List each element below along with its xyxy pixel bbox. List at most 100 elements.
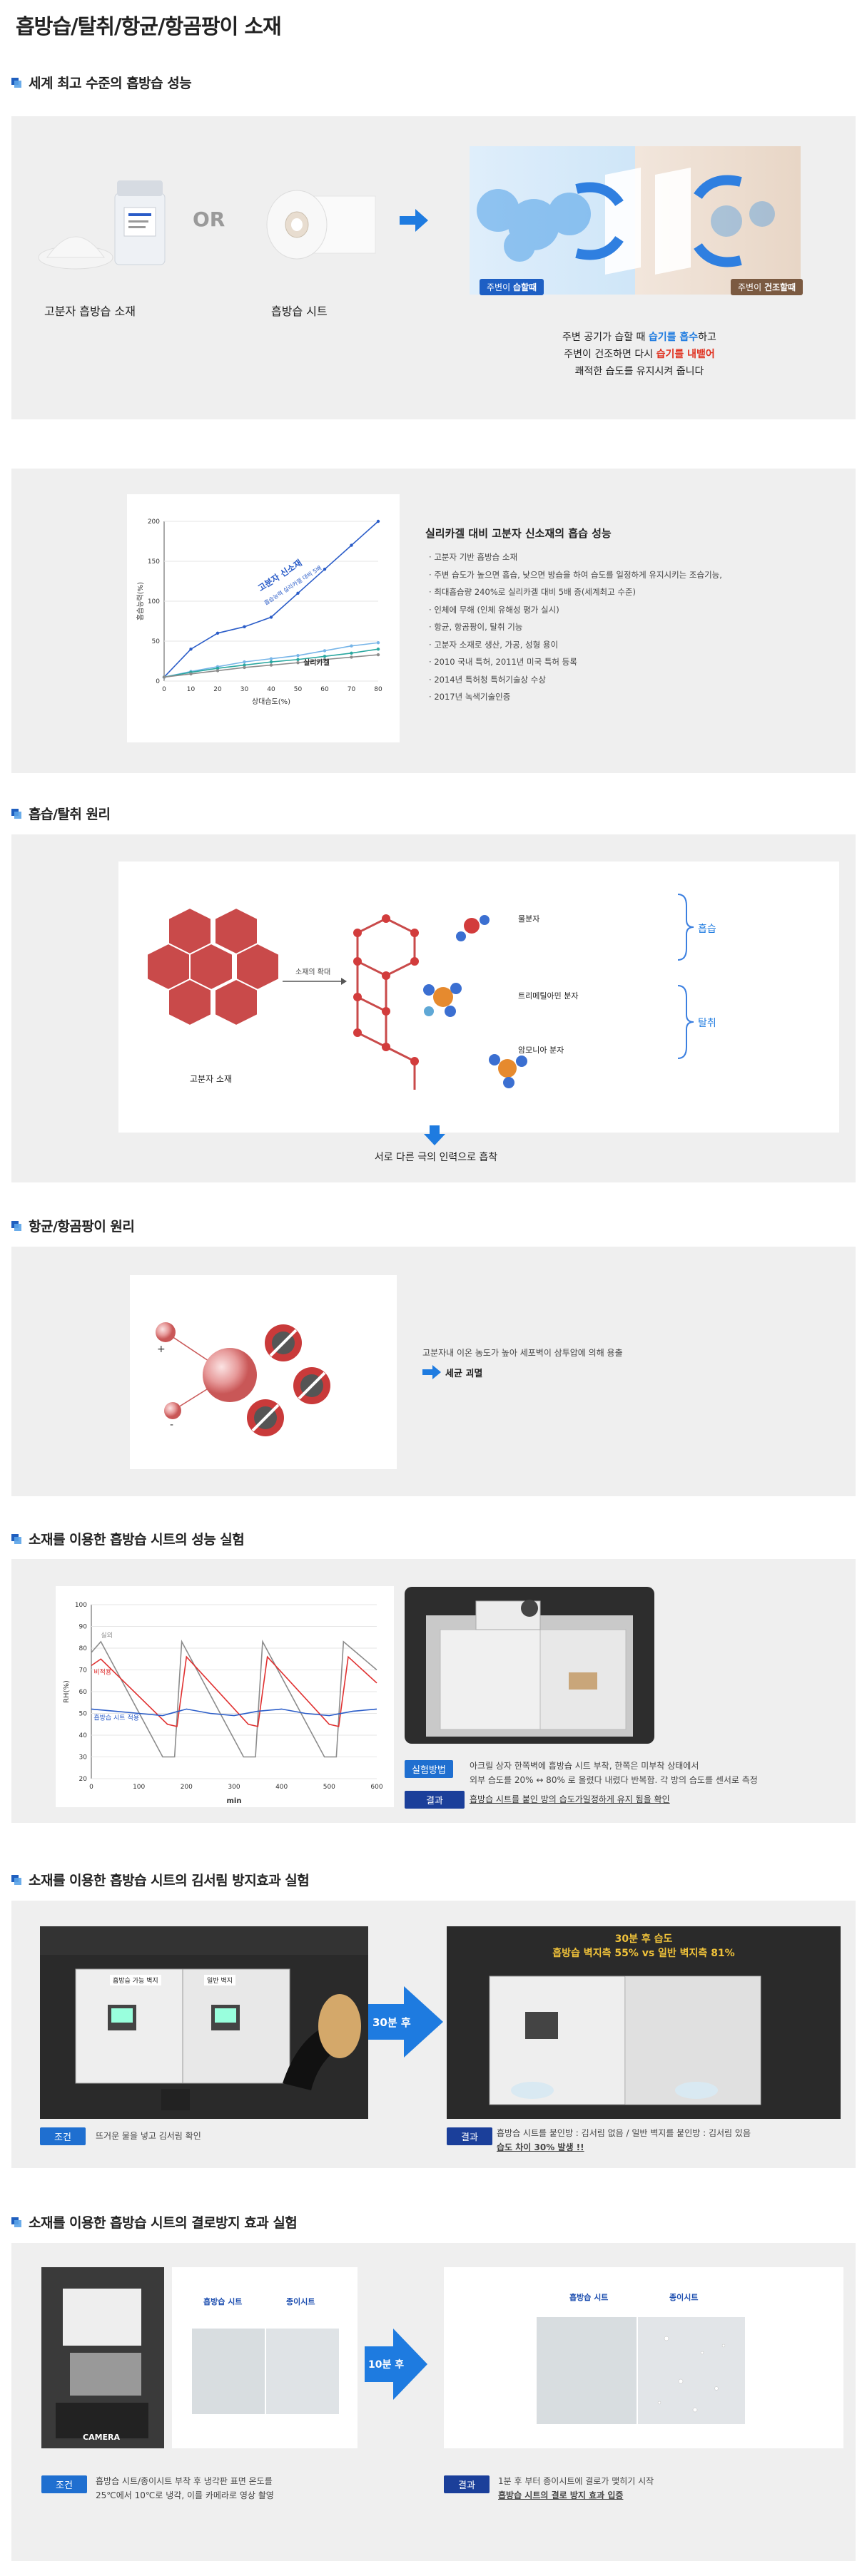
method-text: 아크릴 상자 한쪽벽에 흡방습 시트 부착, 한쪽은 미부착 상태에서 외부 습… [470, 1761, 758, 1785]
absorption-chart-title: 실리카겔 대비 고분자 신소재의 흡습 성능 [425, 527, 612, 540]
antibacterial-desc: 고분자내 이온 농도가 높아 세포벽이 삼투압에 의해 용출 [422, 1348, 623, 1358]
page-title: 흡방습/탈취/항균/항곰팡이 소재 [16, 14, 282, 39]
paper-sheet-sample [266, 2329, 339, 2414]
ammonia-molecule-label: 암모니아 분자 [518, 1046, 564, 1055]
bullet-item: · 2014년 특허청 특허기술상 수상 [429, 674, 546, 685]
arrow-right-icon [400, 209, 428, 232]
data-point [323, 655, 327, 658]
sheet-compare-before: 흡방습 시트 종이시트 [172, 2267, 358, 2448]
data-point [269, 615, 273, 619]
bullet-item: · 고분자 소재로 생산, 가공, 성형 용이 [429, 639, 559, 650]
section-bullet-icon [11, 1874, 21, 1885]
antibacterial-illustration: + - [156, 1322, 330, 1436]
section-title-text: 소재를 이용한 흡방습 시트의 결로방지 효과 실험 [29, 2215, 298, 2231]
y-tick-label: 100 [75, 1602, 87, 1609]
sheet-label-absorb: 흡방습 시트 [203, 2297, 243, 2306]
section-title-antifog: 소재를 이용한 흡방습 시트의 김서림 방지효과 실험 [11, 1870, 310, 1889]
result-tag: 결과 [405, 1791, 465, 1809]
x-tick-label: 70 [348, 686, 356, 693]
arrow-right-icon [365, 2329, 427, 2400]
y-tick-label: 150 [148, 558, 160, 566]
series-line [91, 1708, 377, 1717]
data-point [269, 660, 273, 664]
y-tick-label: 70 [79, 1667, 88, 1675]
condensation-panel: CAMERA 흡방습 시트 종이시트 10분 후 흡방습 시트 종이시트 조건 … [11, 2243, 856, 2561]
section-title-condensation: 소재를 이용한 흡방습 시트의 결로방지 효과 실험 [11, 2212, 298, 2232]
data-point [243, 663, 246, 667]
data-point [376, 653, 380, 657]
polymer-label: 고분자 흡방습 소재 [44, 305, 136, 318]
tag-dry: 주변이 건조할때 [731, 279, 803, 295]
x-tick-label: 50 [294, 686, 303, 693]
data-point [350, 543, 353, 547]
data-point [376, 641, 380, 645]
y-tick-label: 50 [152, 638, 161, 645]
y-tick-label: 40 [79, 1732, 88, 1739]
x-tick-label: 300 [228, 1784, 240, 1791]
x-tick-label: 60 [320, 686, 329, 693]
svg-text:+: + [157, 1344, 166, 1355]
camera-label: CAMERA [83, 2433, 121, 2442]
sheet-label-absorb: 흡방습 시트 [569, 2293, 609, 2302]
x-tick-label: 500 [323, 1784, 335, 1791]
polymer-cluster-image [147, 906, 280, 1026]
y-tick-label: 100 [148, 598, 160, 605]
sheet-label: 흡방습 시트 [271, 305, 328, 318]
x-axis-label: min [227, 1797, 242, 1805]
data-point [296, 658, 300, 661]
section-title-experiment: 소재를 이용한 흡방습 시트의 성능 실험 [11, 1529, 245, 1548]
antifog-panel: 흡방습 가능 벽지 일반 벽지 30분 후 30분 후 습도 흡방습 벽지측 5… [11, 1901, 856, 2168]
data-point [376, 648, 380, 651]
data-point [296, 591, 300, 595]
antibacterial-card: + - [130, 1275, 397, 1469]
x-tick-label: 0 [162, 686, 166, 693]
data-point [243, 660, 246, 664]
principle-caption: 서로 다른 극의 인력으로 흡착 [374, 1152, 498, 1163]
material-label: 고분자 소재 [190, 1074, 233, 1084]
deodorize-group-label: 탈취 [698, 1018, 716, 1029]
antifog-before-photo [40, 1926, 368, 2119]
data-point [243, 625, 246, 629]
data-point [323, 568, 327, 571]
x-tick-label: 20 [213, 686, 222, 693]
condensation-result-text: 1분 후 부터 종이시트에 결로가 맺히기 시작 흡방습 시트의 결로 방지 효… [498, 2476, 654, 2500]
condensation-arrow-label: 10분 후 [368, 2359, 405, 2371]
condition-tag: 조건 [41, 2475, 87, 2493]
bullet-item: · 고분자 기반 흡방습 소재 [429, 552, 518, 562]
data-point [376, 519, 380, 523]
data-point [216, 631, 220, 635]
section-bullet-icon [11, 1220, 21, 1231]
absorption-bullets: · 고분자 기반 흡방습 소재 · 주변 습도가 높으면 흡습, 낮으면 방습을… [429, 548, 722, 706]
x-tick-label: 0 [89, 1784, 93, 1791]
bullet-item: · 인체에 무해 (인체 유해성 평가 실시) [429, 604, 559, 615]
section-bullet-icon [11, 808, 21, 819]
x-tick-label: 30 [240, 686, 249, 693]
antibacterial-result: 세균 괴멸 [422, 1365, 482, 1379]
y-tick-label: 0 [156, 678, 160, 685]
sheet-compare-after: 흡방습 시트 종이시트 [444, 2267, 843, 2448]
antifog-result-text: 흡방습 시트를 붙인방 : 김서림 없음 / 일반 벽지를 붙인방 : 김서림 … [497, 2128, 751, 2152]
antifog-arrow-label: 30분 후 [372, 2016, 411, 2029]
polymer-jar-image [38, 180, 166, 270]
section-bullet-icon [11, 1533, 21, 1544]
section-bullet-icon [11, 2217, 21, 2227]
tag-humid: 주변이 습할때 [480, 279, 544, 295]
section-title-antibacterial: 항균/항곰팡이 원리 [11, 1216, 135, 1235]
data-point [269, 663, 273, 667]
section-title-text: 항균/항곰팡이 원리 [29, 1219, 135, 1235]
y-tick-label: 20 [79, 1776, 88, 1783]
data-point [350, 644, 353, 648]
antifog-after-photo [447, 1926, 841, 2119]
x-tick-label: 600 [370, 1784, 382, 1791]
absorb-sheet-sample [537, 2317, 637, 2424]
antibacterial-result-text: 세균 괴멸 [445, 1368, 483, 1379]
condition-text: 뜨거운 물을 넣고 김서림 확인 [96, 2131, 201, 2141]
bullet-item: · 최대흡습량 240%로 실리카겔 대비 5배 증(세계최고 수준) [429, 587, 637, 597]
y-tick-label: 60 [79, 1689, 88, 1696]
data-point [350, 655, 353, 659]
data-point [323, 649, 327, 653]
